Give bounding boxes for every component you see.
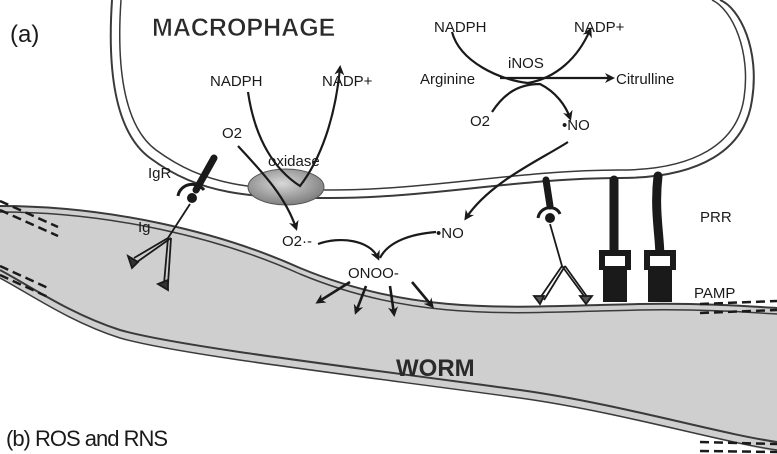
arginine-label: Arginine: [420, 71, 475, 88]
prr-label: PRR: [700, 209, 732, 226]
peroxynitrite-formation-arrows: [318, 232, 436, 258]
nitric-oxide-intracellular-label: •NO: [562, 117, 590, 134]
nitric-oxide-extracellular-label: •NO: [436, 225, 464, 242]
peroxynitrite-label: ONOO-: [348, 265, 399, 282]
superoxide-label: O2·-: [282, 233, 312, 250]
oxidase-o2-label: O2: [222, 125, 242, 142]
panel-a-label: (a): [10, 21, 39, 48]
citrulline-label: Citrulline: [616, 71, 674, 88]
prr-receptors: [599, 176, 676, 302]
inos-nadp-label: NADP+: [574, 19, 625, 36]
pamp-label: PAMP: [694, 285, 735, 302]
igr-receptor-right: [538, 180, 560, 223]
inos-o2-label: O2: [470, 113, 490, 130]
ig-label: Ig: [138, 219, 151, 236]
oxidase-nadp-label: NADP+: [322, 73, 373, 90]
worm-label: WORM: [396, 355, 475, 382]
inos-arrows: [452, 30, 612, 118]
panel-b-label: (b) ROS and RNS: [6, 426, 167, 451]
inos-nadph-label: NADPH: [434, 19, 487, 36]
ig-antibody-right: [534, 224, 592, 304]
oxidase-nadph-label: NADPH: [210, 73, 263, 90]
oxidase-label: oxidase: [268, 153, 320, 170]
igr-label: IgR: [148, 165, 172, 182]
inos-label: iNOS: [508, 55, 544, 72]
igr-receptor-left: [178, 158, 214, 203]
macrophage-label: MACROPHAGE: [152, 14, 335, 42]
